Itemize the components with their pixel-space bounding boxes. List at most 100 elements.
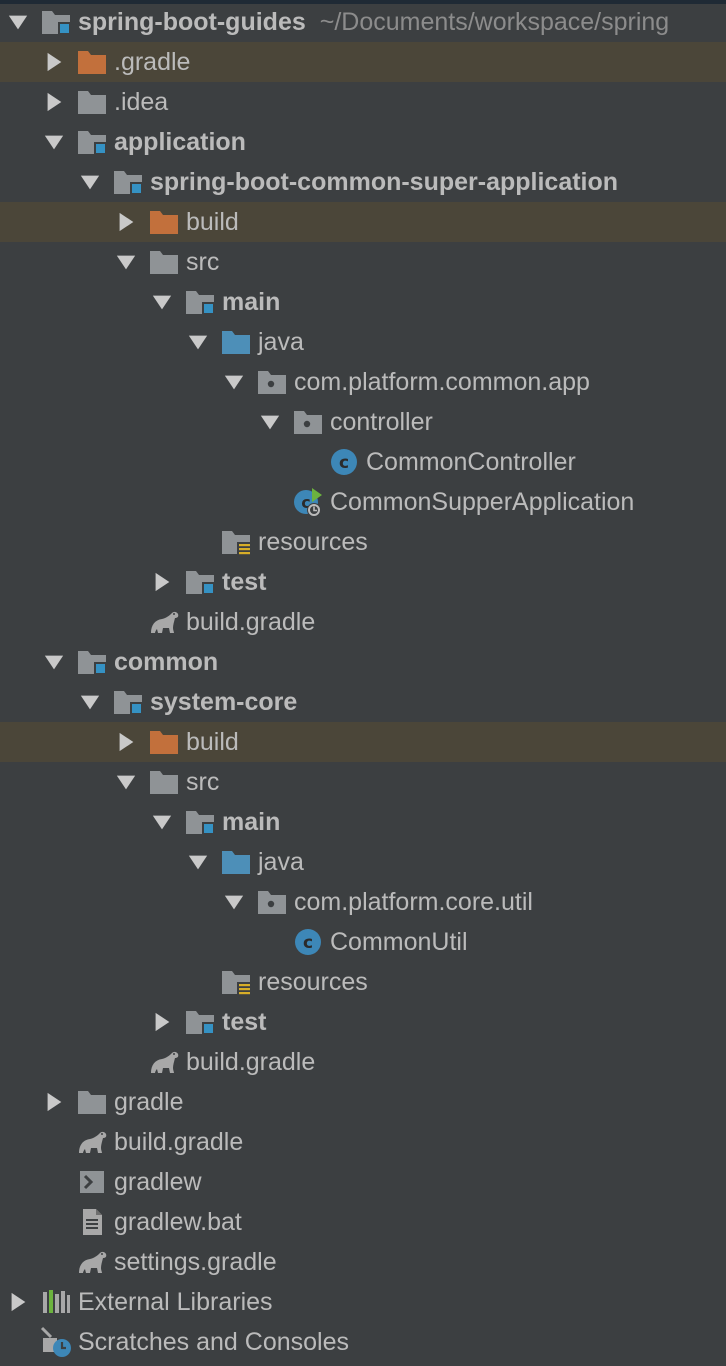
collapsed-arrow-icon[interactable] [42, 1090, 66, 1114]
expanded-arrow-icon[interactable] [222, 890, 246, 914]
tree-item-label: spring-boot-common-super-application [150, 168, 619, 196]
tree-row[interactable]: application [0, 122, 726, 162]
tree-row[interactable]: c CommonController [0, 442, 726, 482]
folder-icon [148, 246, 180, 278]
tree-item-label: build.gradle [186, 608, 316, 636]
tree-item-label: src [186, 248, 220, 276]
tree-row[interactable]: build [0, 722, 726, 762]
text-file-icon [76, 1206, 108, 1238]
tree-row[interactable]: resources [0, 962, 726, 1002]
tree-row[interactable]: common [0, 642, 726, 682]
expanded-arrow-icon[interactable] [222, 370, 246, 394]
tree-item-label: resources [258, 528, 368, 556]
collapsed-arrow-icon[interactable] [114, 210, 138, 234]
collapsed-arrow-icon[interactable] [150, 1010, 174, 1034]
tree-item-label: Scratches and Consoles [78, 1328, 349, 1356]
tree-item-label: gradlew.bat [114, 1208, 242, 1236]
tree-row[interactable]: system-core [0, 682, 726, 722]
tree-row[interactable]: controller [0, 402, 726, 442]
tree-item-label: build.gradle [114, 1128, 244, 1156]
module-folder-icon [184, 286, 216, 318]
expanded-arrow-icon[interactable] [150, 290, 174, 314]
tree-row[interactable]: .idea [0, 82, 726, 122]
expanded-arrow-icon[interactable] [150, 810, 174, 834]
expanded-arrow-icon[interactable] [42, 650, 66, 674]
tree-item-label: spring-boot-guides~/Documents/workspace/… [78, 8, 670, 36]
tree-row[interactable]: build.gradle [0, 1042, 726, 1082]
module-folder-icon [112, 686, 144, 718]
tree-row[interactable]: java [0, 322, 726, 362]
tree-row[interactable]: src [0, 762, 726, 802]
tree-row[interactable]: .gradle [0, 42, 726, 82]
package-icon [256, 886, 288, 918]
tree-item-label: CommonController [366, 448, 576, 476]
tree-row[interactable]: src [0, 242, 726, 282]
svg-text:c: c [339, 453, 349, 473]
svg-text:c: c [303, 933, 313, 953]
collapsed-arrow-icon[interactable] [114, 730, 138, 754]
tree-item-label: src [186, 768, 220, 796]
tree-item-label: java [258, 848, 304, 876]
tree-item-label: system-core [150, 688, 298, 716]
scratches-icon [40, 1326, 72, 1358]
tree-row[interactable]: spring-boot-guides~/Documents/workspace/… [0, 2, 726, 42]
tree-row[interactable]: build.gradle [0, 1122, 726, 1162]
tree-item-label: main [222, 288, 281, 316]
tree-row[interactable]: resources [0, 522, 726, 562]
tree-item-label: main [222, 808, 281, 836]
tree-row[interactable]: com.platform.common.app [0, 362, 726, 402]
tree-row[interactable]: test [0, 1002, 726, 1042]
collapsed-arrow-icon[interactable] [42, 90, 66, 114]
expanded-arrow-icon[interactable] [114, 770, 138, 794]
source-folder-icon [220, 846, 252, 878]
folder-icon [76, 86, 108, 118]
tree-row[interactable]: spring-boot-common-super-application [0, 162, 726, 202]
module-folder-icon [184, 566, 216, 598]
tree-row[interactable]: main [0, 802, 726, 842]
expanded-arrow-icon[interactable] [258, 410, 282, 434]
excluded-folder-icon [148, 206, 180, 238]
tree-item-label: gradle [114, 1088, 184, 1116]
tree-row[interactable]: com.platform.core.util [0, 882, 726, 922]
collapsed-arrow-icon[interactable] [150, 570, 174, 594]
package-icon [256, 366, 288, 398]
source-folder-icon [220, 326, 252, 358]
package-icon [292, 406, 324, 438]
tree-item-label: test [222, 568, 267, 596]
tree-item-label: .idea [114, 88, 169, 116]
expanded-arrow-icon[interactable] [78, 170, 102, 194]
tree-row[interactable]: gradlew.bat [0, 1202, 726, 1242]
libraries-icon [40, 1286, 72, 1318]
gradle-icon [148, 1046, 180, 1078]
module-folder-icon [40, 6, 72, 38]
collapsed-arrow-icon[interactable] [6, 1290, 30, 1314]
tree-row[interactable]: build.gradle [0, 602, 726, 642]
tree-row[interactable]: test [0, 562, 726, 602]
tree-row[interactable]: gradlew [0, 1162, 726, 1202]
collapsed-arrow-icon[interactable] [42, 50, 66, 74]
resources-folder-icon [220, 966, 252, 998]
expanded-arrow-icon[interactable] [186, 850, 210, 874]
tree-row[interactable]: External Libraries [0, 1282, 726, 1322]
tree-row[interactable]: settings.gradle [0, 1242, 726, 1282]
tree-row[interactable]: main [0, 282, 726, 322]
class-icon: c [292, 926, 324, 958]
tree-item-label: build.gradle [186, 1048, 316, 1076]
tree-row[interactable]: Scratches and Consoles [0, 1322, 726, 1362]
shell-script-icon [76, 1166, 108, 1198]
expanded-arrow-icon[interactable] [6, 10, 30, 34]
tree-item-label: test [222, 1008, 267, 1036]
window-top-edge [0, 0, 726, 4]
tree-item-label: com.platform.common.app [294, 368, 590, 396]
tree-row[interactable]: gradle [0, 1082, 726, 1122]
tree-row[interactable]: java [0, 842, 726, 882]
expanded-arrow-icon[interactable] [42, 130, 66, 154]
expanded-arrow-icon[interactable] [78, 690, 102, 714]
expanded-arrow-icon[interactable] [186, 330, 210, 354]
svg-text:c: c [301, 493, 310, 512]
expanded-arrow-icon[interactable] [114, 250, 138, 274]
tree-row[interactable]: build [0, 202, 726, 242]
